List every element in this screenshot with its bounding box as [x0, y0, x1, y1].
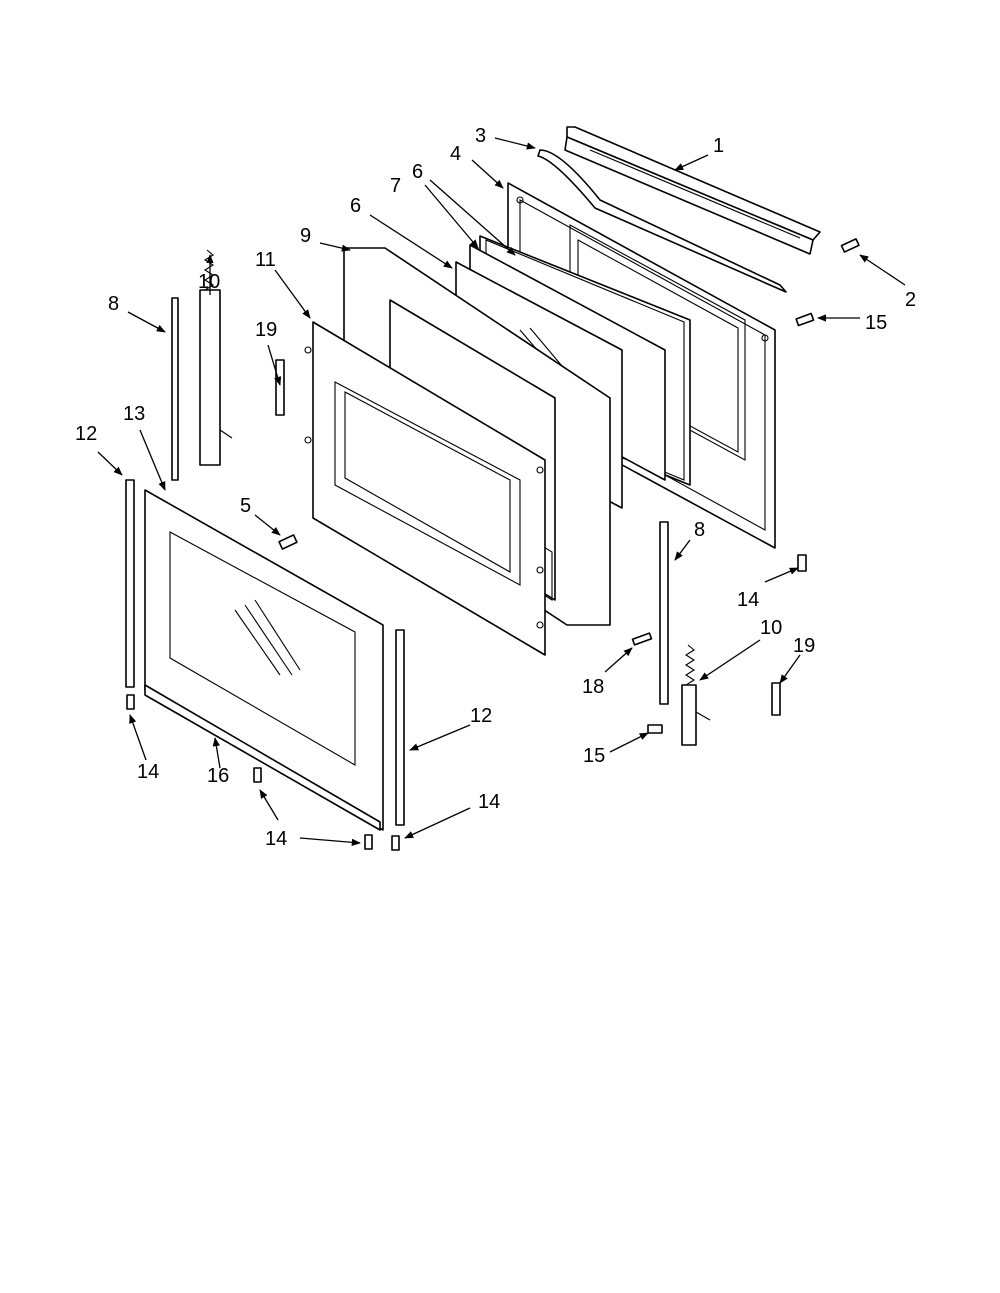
screw-icon-part-2 [840, 238, 860, 253]
callout-14-right: 14 [737, 589, 759, 611]
callout-9: 9 [300, 225, 311, 247]
callout-12-right: 12 [470, 705, 492, 727]
callout-14-bottom-right: 14 [478, 791, 500, 813]
callout-3: 3 [475, 125, 486, 147]
callout-10-right: 10 [760, 617, 782, 639]
screw-icon-part-15-upper [795, 312, 815, 327]
callout-12-left: 12 [75, 423, 97, 445]
part-bottom-trim [144, 684, 381, 831]
callout-8-right: 8 [694, 519, 705, 541]
part-bracket-right [771, 682, 781, 716]
callout-13: 13 [123, 403, 145, 425]
callout-8-left: 8 [108, 293, 119, 315]
screw-icon-part-18 [631, 632, 653, 646]
callout-6-front: 6 [350, 195, 361, 217]
callout-7: 7 [390, 175, 401, 197]
callout-15-upper: 15 [865, 312, 887, 334]
part-hinge-channel-right [659, 521, 669, 705]
screw-icon-part-14-right-upper [797, 554, 807, 572]
callout-10-left: 10 [198, 271, 220, 293]
screw-icon-part-5 [278, 534, 298, 550]
screw-icon-part-15-lower [647, 724, 663, 734]
screw-icon-part-14-left [126, 694, 135, 710]
callout-15-lower: 15 [583, 745, 605, 767]
callout-labels: 1 2 3 4 5 6 6 7 8 8 9 10 10 11 12 12 13 … [75, 125, 916, 850]
callout-2: 2 [905, 289, 916, 311]
leader-lines [97, 137, 906, 846]
callout-11: 11 [255, 249, 276, 271]
screw-icon-part-14-bottom [364, 834, 373, 850]
part-door-liner [304, 321, 546, 656]
callout-19-left: 19 [255, 319, 277, 341]
callout-19-right: 19 [793, 635, 815, 657]
part-bracket-left [275, 359, 285, 416]
part-trim-strip [537, 149, 787, 293]
callout-6-rear: 6 [412, 161, 423, 183]
part-side-trim-left [125, 479, 135, 688]
callout-18: 18 [582, 676, 604, 698]
part-side-trim-right [395, 629, 405, 826]
callout-16: 16 [207, 765, 229, 787]
part-outer-door-glass [144, 489, 384, 831]
callout-1: 1 [713, 135, 724, 157]
part-hinge-channel-left [171, 297, 179, 481]
screw-icon-part-14-bottom-right [391, 835, 400, 851]
part-vent-trim [564, 126, 821, 255]
screw-icon-part-14-bottom-mid [253, 767, 262, 783]
callout-5: 5 [240, 495, 251, 517]
callout-4: 4 [450, 143, 461, 165]
callout-14-left: 14 [137, 761, 159, 783]
part-hinge-right [681, 644, 711, 746]
callout-14-bottom: 14 [265, 828, 287, 850]
